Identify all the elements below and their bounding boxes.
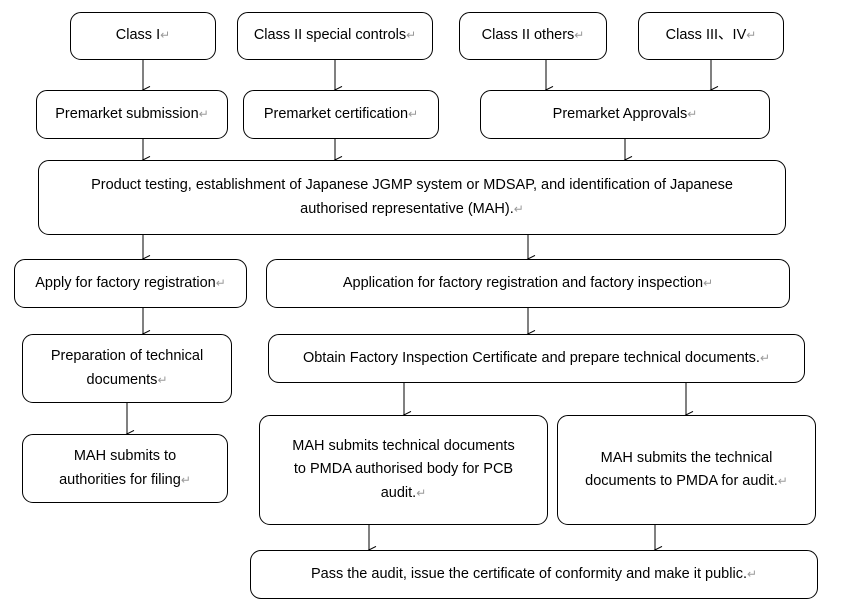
flow-node-label: Pass the audit, issue the certificate of… (310, 565, 758, 582)
return-mark-icon: ↵ (703, 275, 714, 290)
flow-node-label: Preparation of technical documents↵ (50, 348, 204, 388)
flow-node-label: Apply for factory registration↵ (35, 274, 226, 291)
return-mark-icon: ↵ (406, 28, 417, 43)
flow-node-mah_pmda[interactable]: MAH submits the technical documents to P… (557, 415, 816, 525)
flow-node-premarket_appr[interactable]: Premarket Approvals↵ (480, 90, 770, 139)
flow-node-label: Class III、IV↵ (665, 27, 757, 44)
flow-node-label: Class II special controls↵ (253, 27, 417, 44)
return-mark-icon: ↵ (157, 372, 168, 387)
flow-node-prep_tech_docs[interactable]: Preparation of technical documents↵ (22, 334, 232, 403)
flow-node-label: Premarket Approvals↵ (552, 105, 698, 122)
flow-node-obtain_cert[interactable]: Obtain Factory Inspection Certificate an… (268, 334, 805, 383)
flow-node-label: Obtain Factory Inspection Certificate an… (302, 349, 771, 366)
flow-node-apply_factory[interactable]: Apply for factory registration↵ (14, 259, 247, 308)
return-mark-icon: ↵ (408, 106, 419, 121)
flow-node-label: Class II others↵ (481, 27, 585, 44)
flow-node-label: MAH submits to authorities for filing↵ (59, 448, 191, 488)
flow-node-label: Application for factory registration and… (342, 274, 714, 291)
flow-node-class2other[interactable]: Class II others↵ (459, 12, 607, 60)
flow-node-application_factory[interactable]: Application for factory registration and… (266, 259, 790, 308)
flow-node-premarket_sub[interactable]: Premarket submission↵ (36, 90, 228, 139)
flow-node-class34[interactable]: Class III、IV↵ (638, 12, 784, 60)
return-mark-icon: ↵ (687, 106, 698, 121)
return-mark-icon: ↵ (513, 201, 524, 216)
return-mark-icon: ↵ (215, 275, 226, 290)
flow-node-premarket_cert[interactable]: Premarket certification↵ (243, 90, 439, 139)
flow-node-label: Product testing, establishment of Japane… (91, 177, 733, 217)
return-mark-icon: ↵ (416, 485, 427, 500)
flow-node-product_testing[interactable]: Product testing, establishment of Japane… (38, 160, 786, 235)
flow-node-label: Premarket submission↵ (55, 105, 209, 122)
return-mark-icon: ↵ (759, 350, 771, 365)
return-mark-icon: ↵ (180, 472, 191, 487)
flow-node-pass_audit[interactable]: Pass the audit, issue the certificate of… (250, 550, 818, 599)
return-mark-icon: ↵ (777, 474, 788, 488)
flow-node-mah_filing[interactable]: MAH submits to authorities for filing↵ (22, 434, 228, 503)
return-mark-icon: ↵ (746, 28, 757, 43)
return-mark-icon: ↵ (574, 28, 585, 43)
return-mark-icon: ↵ (746, 566, 758, 581)
flow-node-label: Premarket certification↵ (263, 105, 419, 122)
flow-node-mah_pcb[interactable]: MAH submits technical documents to PMDA … (259, 415, 548, 525)
flow-node-label: MAH submits technical documents to PMDA … (292, 437, 515, 501)
flow-node-label: MAH submits the technical documents to P… (585, 449, 788, 489)
flow-node-class2sc[interactable]: Class II special controls↵ (237, 12, 433, 60)
flow-node-class1[interactable]: Class I↵ (70, 12, 216, 60)
return-mark-icon: ↵ (160, 28, 171, 43)
flow-node-label: Class I↵ (115, 27, 171, 44)
return-mark-icon: ↵ (198, 106, 209, 121)
